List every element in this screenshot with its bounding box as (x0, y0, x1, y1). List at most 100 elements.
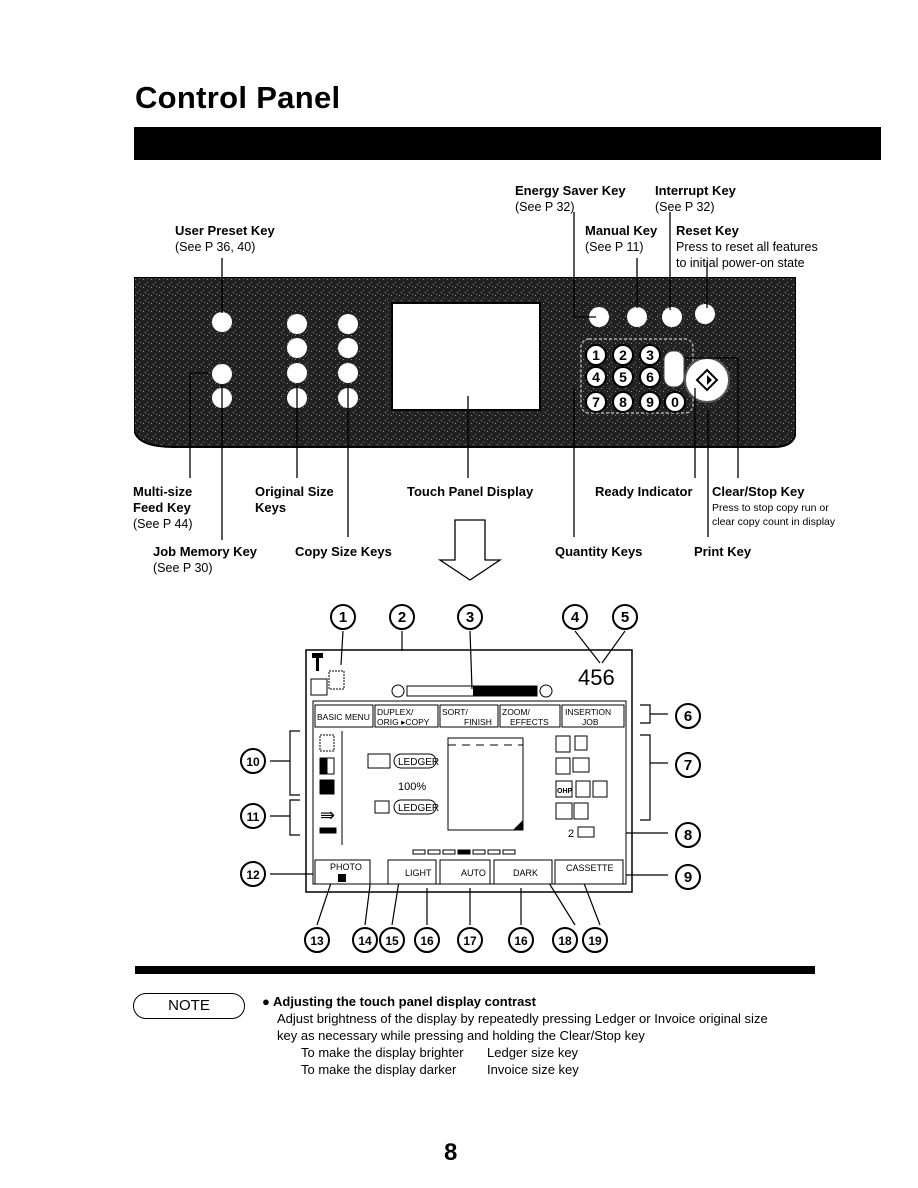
keypad-key-0[interactable]: 0 (664, 391, 686, 413)
tab-bar[interactable]: BASIC MENU DUPLEX/ ORIG ▸COPY SORT/ FINI… (314, 704, 625, 728)
svg-text:15: 15 (385, 934, 399, 948)
note-tag: NOTE (133, 993, 245, 1019)
callout-16: 16 (508, 927, 534, 953)
svg-text:JOB: JOB (582, 717, 599, 727)
note-darker-value: Invoice size key (487, 1062, 579, 1077)
copy-paper-badge[interactable] (393, 799, 437, 815)
original-paper-icon (367, 753, 391, 769)
svg-text:7: 7 (592, 394, 600, 410)
svg-text:6: 6 (684, 708, 692, 725)
title-bar (134, 127, 881, 160)
svg-text:DARK: DARK (513, 868, 538, 878)
copy-size-label: Copy Size Keys (295, 544, 392, 559)
section-rule (135, 966, 815, 974)
callout-5: 5 (612, 604, 638, 630)
svg-text:5: 5 (619, 369, 627, 385)
keypad-key-6[interactable]: 6 (639, 366, 661, 388)
feed-icons[interactable]: ⇛ (319, 734, 337, 834)
ready-indicator-label: Ready Indicator (595, 484, 693, 499)
energy-saver-button[interactable] (589, 307, 609, 327)
svg-text:12: 12 (246, 868, 260, 882)
svg-text:18: 18 (558, 934, 572, 948)
callout-11: 11 (240, 803, 266, 829)
note-heading: ● Adjusting the touch panel display cont… (262, 994, 536, 1009)
svg-text:4: 4 (571, 609, 580, 626)
copy-size-button[interactable] (338, 314, 358, 334)
user-preset-label: User Preset Key(See P 36, 40) (175, 223, 275, 254)
original-size-button[interactable] (287, 338, 307, 358)
clear-stop-button[interactable] (663, 350, 685, 388)
cassette-button (554, 859, 624, 885)
callout-6: 6 (675, 703, 701, 729)
user-preset-button[interactable] (212, 312, 232, 332)
original-paper-size: LEDGER (398, 757, 439, 768)
callout-4: 4 (562, 604, 588, 630)
zoom-ratio: 100% (398, 781, 426, 793)
svg-text:LIGHT: LIGHT (405, 868, 432, 878)
callout-3: 3 (457, 604, 483, 630)
reset-button[interactable] (662, 307, 682, 327)
svg-text:2: 2 (619, 347, 627, 363)
svg-text:5: 5 (621, 609, 629, 626)
original-paper-badge[interactable] (393, 753, 437, 769)
callout-1: 1 (330, 604, 356, 630)
touch-panel-screen (391, 302, 541, 411)
svg-text:11: 11 (247, 810, 260, 824)
callout-13: 13 (304, 927, 330, 953)
original-size-button[interactable] (287, 363, 307, 383)
svg-text:FINISH: FINISH (464, 717, 492, 727)
note-line-2: key as necessary while pressing and hold… (277, 1028, 645, 1043)
original-size-button[interactable] (287, 314, 307, 334)
multi-size-button[interactable] (212, 364, 232, 384)
manual-key-label: Manual Key(See P 11) (585, 223, 658, 254)
keypad-key-9[interactable]: 9 (639, 391, 661, 413)
print-key-label: Print Key (694, 544, 752, 559)
svg-text:8: 8 (619, 394, 627, 410)
keypad-key-2[interactable]: 2 (612, 344, 634, 366)
callout-17: 17 (457, 927, 483, 953)
contrast-bar (391, 684, 553, 698)
svg-text:SORT/: SORT/ (442, 707, 468, 717)
svg-text:19: 19 (588, 934, 602, 948)
output-icons[interactable] (555, 735, 608, 838)
manual-button[interactable] (627, 307, 647, 327)
keypad-key-3[interactable]: 3 (639, 344, 661, 366)
svg-text:0: 0 (671, 394, 679, 410)
page-number: 8 (444, 1139, 458, 1166)
keypad-key-8[interactable]: 8 (612, 391, 634, 413)
svg-text:16: 16 (420, 934, 434, 948)
svg-text:10: 10 (246, 755, 260, 769)
copy-preview (447, 737, 524, 831)
interrupt-label: Interrupt Key(See P 32) (655, 183, 736, 214)
svg-text:BASIC MENU: BASIC MENU (317, 712, 370, 722)
copy-size-button[interactable] (338, 363, 358, 383)
svg-text:9: 9 (684, 869, 692, 886)
svg-text:9: 9 (646, 394, 654, 410)
page-title: Control Panel (135, 80, 341, 115)
svg-text:3: 3 (466, 609, 474, 626)
small-quantity: 2 (568, 828, 574, 840)
toner-status-icon (310, 670, 345, 696)
callout-10: 10 (240, 748, 266, 774)
callout-19: 19 (582, 927, 608, 953)
keypad-key-7[interactable]: 7 (585, 391, 607, 413)
svg-text:INSERTION: INSERTION (565, 707, 611, 717)
svg-text:⇛: ⇛ (320, 805, 335, 825)
callout-18: 18 (552, 927, 578, 953)
light-button (387, 859, 437, 885)
keypad-key-4[interactable]: 4 (585, 366, 607, 388)
copy-size-button[interactable] (338, 338, 358, 358)
svg-text:7: 7 (684, 757, 692, 774)
interrupt-button[interactable] (695, 304, 715, 324)
keypad-key-1[interactable]: 1 (585, 344, 607, 366)
keypad-key-5[interactable]: 5 (612, 366, 634, 388)
callout-9: 9 (675, 864, 701, 890)
callout-8: 8 (675, 822, 701, 848)
svg-text:CASSETTE: CASSETTE (566, 863, 614, 873)
